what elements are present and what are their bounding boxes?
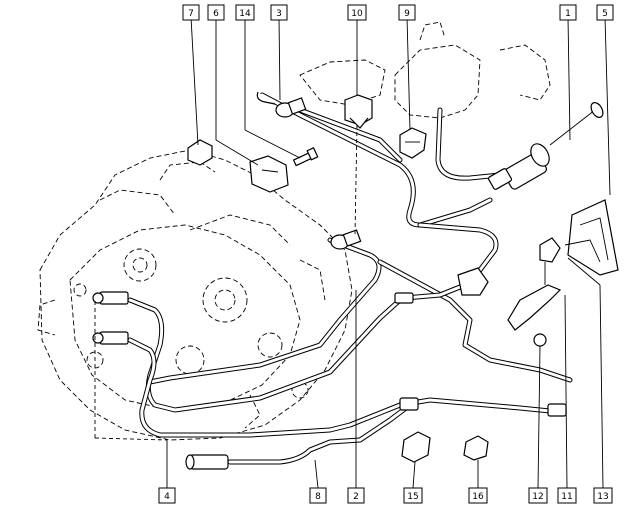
clip-15 [401, 431, 431, 463]
callout-14: 14 [235, 4, 255, 21]
callout-13: 13 [593, 487, 613, 504]
callout-5: 5 [596, 4, 614, 21]
gearbox-housing [37, 149, 353, 441]
master-cylinder-area [299, 21, 551, 119]
callout-4: 4 [158, 487, 176, 504]
pipe-end-fitting-middle [330, 229, 362, 250]
svg-text:10: 10 [351, 9, 363, 19]
svg-text:15: 15 [407, 492, 418, 502]
svg-text:16: 16 [472, 492, 484, 502]
svg-text:5: 5 [602, 9, 608, 19]
slave-fitting [457, 267, 489, 296]
svg-text:2: 2 [353, 492, 359, 502]
mounting-bracket-11 [507, 237, 562, 347]
callout-11: 11 [557, 487, 577, 504]
callout-16: 16 [468, 487, 488, 504]
leader-lines [94, 16, 611, 489]
svg-text:3: 3 [276, 9, 282, 19]
svg-text:6: 6 [213, 9, 219, 19]
callout-8: 8 [309, 487, 327, 504]
heat-shield [564, 199, 619, 276]
clip-9 [399, 127, 427, 159]
bracket-6 [249, 155, 289, 193]
callout-15: 15 [403, 487, 423, 504]
bracket-7 [187, 139, 213, 166]
svg-text:11: 11 [561, 492, 572, 502]
callout-3: 3 [270, 4, 288, 21]
components [92, 91, 619, 470]
svg-text:14: 14 [239, 9, 251, 19]
svg-text:4: 4 [164, 492, 170, 502]
pipe-end-fitting-bottom [185, 454, 229, 470]
callout-7: 7 [182, 4, 200, 21]
bolt-14 [292, 146, 319, 167]
callouts: 7 6 14 3 10 9 1 5 [158, 4, 614, 504]
callout-10: 10 [347, 4, 367, 21]
bleed-fittings [92, 291, 129, 345]
callout-6: 6 [207, 4, 225, 21]
clip-16 [463, 435, 489, 461]
callout-12: 12 [528, 487, 548, 504]
clip-10 [344, 94, 373, 129]
svg-text:12: 12 [532, 492, 543, 502]
callout-2: 2 [347, 487, 365, 504]
hydraulic-pipes [127, 92, 573, 465]
svg-text:8: 8 [315, 492, 321, 502]
pipe-end-fitting-top [256, 91, 307, 118]
callout-9: 9 [398, 4, 416, 21]
svg-text:13: 13 [597, 492, 608, 502]
master-cylinder [487, 102, 604, 190]
svg-text:9: 9 [404, 9, 410, 19]
svg-text:7: 7 [188, 9, 194, 19]
callout-1: 1 [559, 4, 577, 21]
svg-text:1: 1 [565, 9, 571, 19]
